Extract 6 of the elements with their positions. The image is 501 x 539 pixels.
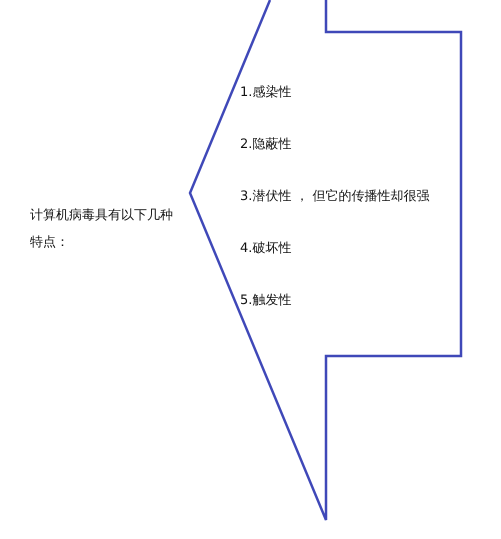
list-item: 2.隐蔽性 [240, 136, 292, 154]
list-item: 4.破坏性 [240, 240, 292, 258]
list-item: 5.触发性 [240, 292, 292, 310]
list-item: 1.感染性 [240, 84, 292, 102]
intro-text: 计算机病毒具有以下几种特点： [30, 207, 174, 252]
list-item: 3.潜伏性 ， 但它的传播性却很强 [240, 188, 430, 206]
